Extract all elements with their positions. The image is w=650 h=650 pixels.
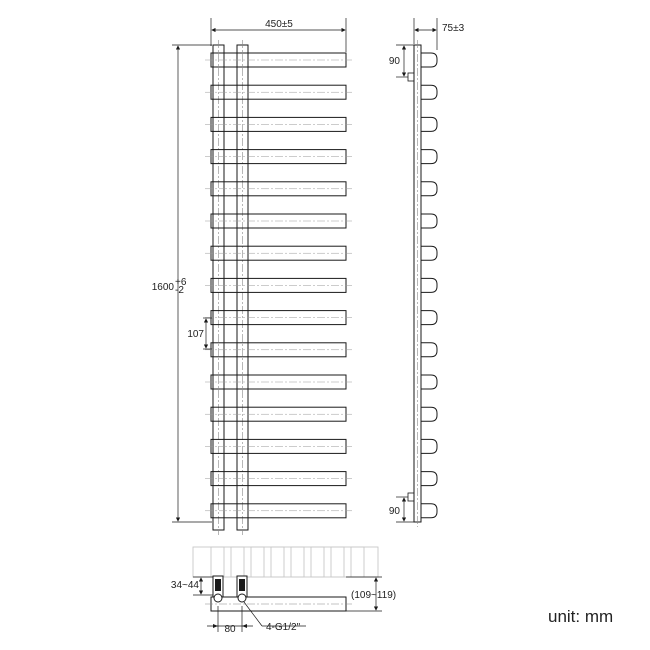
side-bar-profile: [421, 84, 438, 100]
side-bar-profile: [421, 52, 438, 68]
left-connection-pipe: [212, 575, 224, 603]
side-bar-profile: [421, 116, 438, 132]
height-tolerance-sup: +6: [175, 277, 187, 288]
height-main: 1600: [152, 282, 175, 293]
right-connection-pipe: [236, 575, 248, 603]
top-offset-label: 90: [389, 56, 401, 67]
top-wall-bracket: [407, 72, 415, 82]
side-view: 75±3 90 90: [389, 18, 465, 527]
side-bar-profile: [421, 213, 438, 229]
bottom-view-bar-cell: [230, 546, 245, 578]
unit-label: unit: mm: [548, 607, 614, 626]
side-bar-profile: [421, 310, 438, 326]
width-label: 450±5: [265, 19, 293, 30]
bottom-wall-bracket: [407, 492, 415, 502]
bottom-view: 34~44 (109~119) 80 4-G1/2": [171, 546, 396, 635]
bottom-view-bar-cell: [250, 546, 265, 578]
bottom-offset-label: 90: [389, 506, 401, 517]
bottom-view-bar-cell: [310, 546, 325, 578]
spacing-label: 107: [187, 329, 204, 340]
side-bar-profile: [421, 438, 438, 454]
height-tolerance-sub: -2: [175, 285, 184, 296]
side-bar-profile: [421, 471, 438, 487]
side-bar-profile: [421, 374, 438, 390]
side-bar-profile: [421, 245, 438, 261]
side-bar-profile: [421, 503, 438, 519]
side-bar-profile: [421, 342, 438, 358]
bottom-view-bar-cell: [350, 546, 365, 578]
pipe-spacing-label: 80: [224, 624, 236, 635]
pipe-spacing-arrow-right: [242, 624, 247, 628]
front-bars: [205, 52, 352, 519]
bottom-view-bar-cell: [330, 546, 345, 578]
side-bar-profile: [421, 406, 438, 422]
pipe-depth-label: 34~44: [171, 580, 200, 591]
depth-label: 75±3: [442, 23, 465, 34]
bottom-cells: [210, 546, 365, 578]
bottom-view-bar-cell: [290, 546, 305, 578]
bottom-view-bar-cell: [210, 546, 225, 578]
connection-label: 4-G1/2": [266, 622, 301, 633]
side-bar-profile: [421, 149, 438, 165]
side-bar-profile: [421, 181, 438, 197]
bottom-view-outline: [192, 546, 379, 578]
pipe-spacing-arrow-left: [213, 624, 218, 628]
side-bars: [421, 52, 438, 519]
side-bar-profile: [421, 277, 438, 293]
wall-distance-label: (109~119): [351, 590, 396, 601]
height-label: 1600: [152, 282, 175, 293]
connection-leader: [243, 601, 263, 627]
bottom-view-bar-cell: [270, 546, 285, 578]
front-view: 450±5 1600 +6 -2 107: [152, 18, 352, 535]
